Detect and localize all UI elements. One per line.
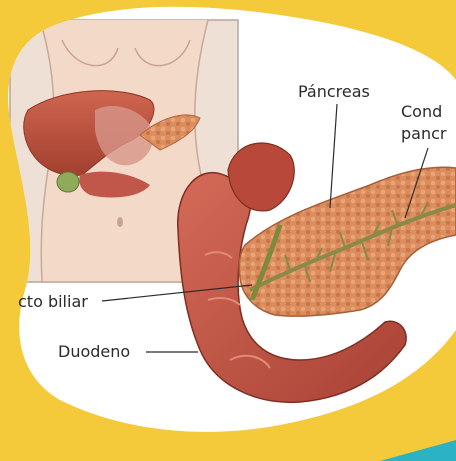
pancreas-label: Páncreas: [298, 84, 370, 100]
duodenum-label: Duodeno: [58, 344, 130, 360]
pancreatic-duct-label-line1: Cond: [401, 104, 442, 120]
pancreatic-duct-label-line2: pancr: [401, 126, 446, 142]
bile-duct-label: cto biliar: [18, 294, 88, 310]
gallbladder: [57, 172, 79, 192]
